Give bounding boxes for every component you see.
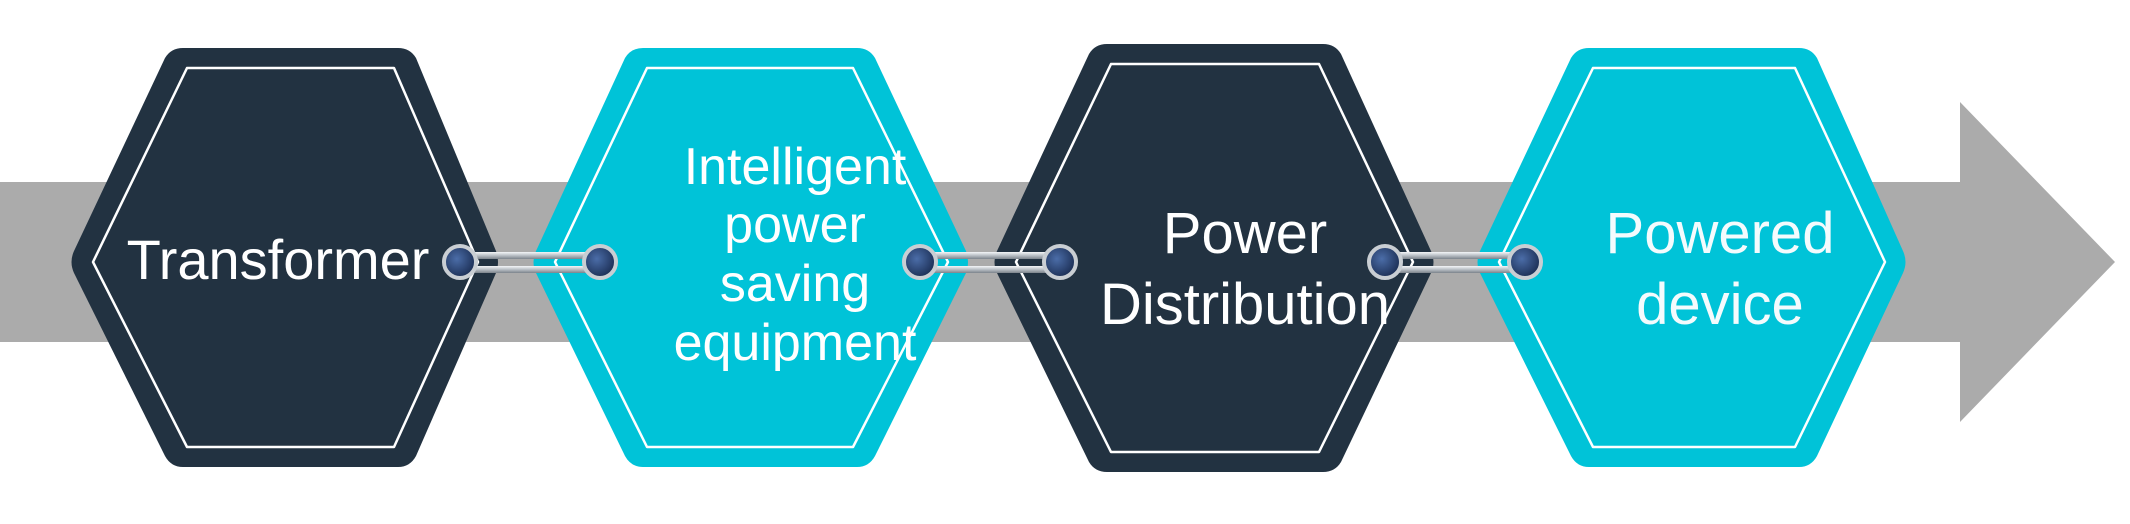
step-intelligent-power-saving — [533, 48, 968, 467]
hexagon-shape — [533, 48, 968, 467]
connector-bar — [460, 266, 600, 273]
hexagon-outline — [1497, 66, 1887, 449]
connector-2 — [902, 244, 1078, 280]
connector-bar — [920, 252, 1060, 259]
hexagon-outline — [1014, 62, 1415, 454]
connector-dot-right — [1507, 244, 1543, 280]
step-power-distribution — [994, 44, 1434, 472]
hexagon-outline — [91, 66, 480, 449]
step-transformer — [71, 48, 498, 467]
connector-bar — [1385, 252, 1525, 259]
connector-bar — [920, 266, 1060, 273]
connector-bar — [1385, 266, 1525, 273]
connector-dot-left — [442, 244, 478, 280]
step-powered-device — [1477, 48, 1906, 467]
hexagon-shape — [994, 44, 1434, 472]
connector-1 — [442, 244, 618, 280]
connector-dot-right — [582, 244, 618, 280]
connector-dot-left — [1367, 244, 1403, 280]
hexagon-outline — [553, 66, 950, 449]
connector-dot-left — [902, 244, 938, 280]
connector-3 — [1367, 244, 1543, 280]
connector-bar — [460, 252, 600, 259]
hexagon-shape — [71, 48, 498, 467]
hexagon-shape — [1477, 48, 1906, 467]
connector-dot-right — [1042, 244, 1078, 280]
